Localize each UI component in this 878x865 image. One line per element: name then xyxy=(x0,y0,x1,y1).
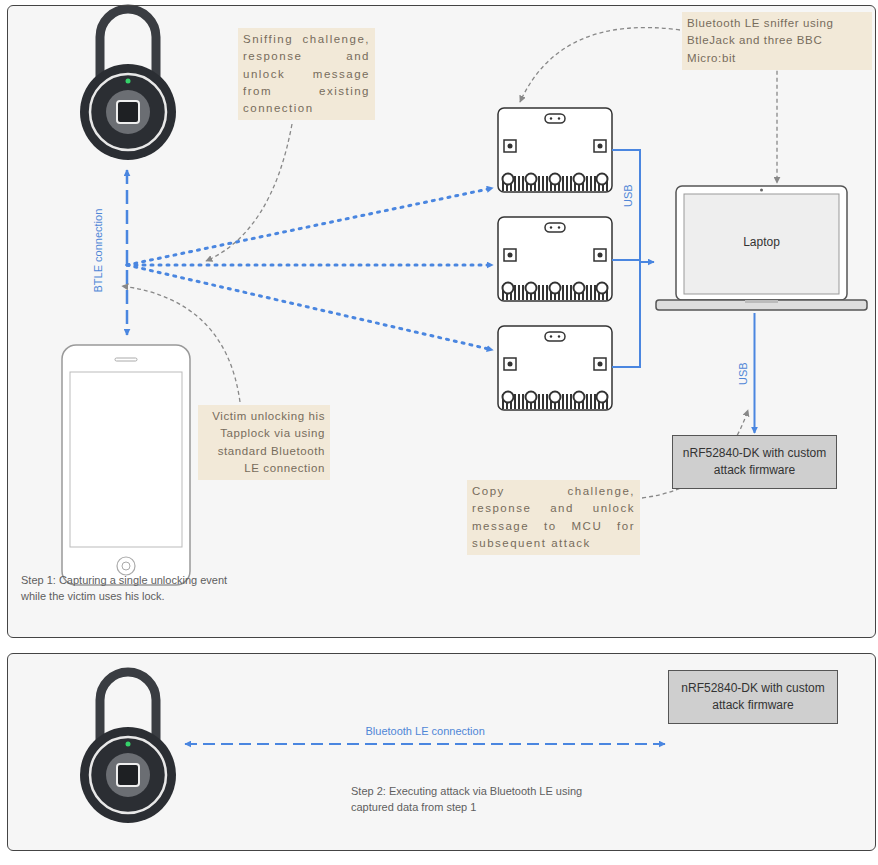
laptop-computer: Laptop xyxy=(655,185,868,312)
usb-connector xyxy=(754,313,756,433)
node-text: Copy challenge, response and unlock mess… xyxy=(472,483,635,552)
node-text: Victim unlocking his Tapplock via using … xyxy=(203,408,325,477)
link-label: BTLE connection xyxy=(92,208,105,292)
step-caption: Step 2: Executing attack via Bluetooth L… xyxy=(351,784,611,816)
leader-lines xyxy=(122,28,748,498)
callout-note: Copy challenge, response and unlock mess… xyxy=(467,480,640,555)
panel-ground xyxy=(8,6,876,638)
padlock-icon xyxy=(80,672,176,823)
microbit-board xyxy=(498,217,612,301)
smartphone-icon xyxy=(62,345,190,585)
step-panel: nRF52840-DK with custom attack firmwareS… xyxy=(7,653,876,851)
panel-ground xyxy=(8,654,876,851)
node-text: nRF52840-DK with custom attack firmware xyxy=(677,680,829,714)
port-label: USB xyxy=(621,184,634,207)
laptop-outline xyxy=(655,185,868,312)
btle-link xyxy=(126,170,129,335)
callout-note: Bluetooth LE sniffer using BtleJack and … xyxy=(682,12,872,70)
dev-board-box: nRF52840-DK with custom attack firmware xyxy=(672,435,837,489)
microbit-board xyxy=(498,108,612,192)
ble-attack-link xyxy=(185,743,665,745)
step-caption: Step 1: Capturing a single unlocking eve… xyxy=(21,573,251,605)
node-text: Laptop xyxy=(743,235,780,249)
padlock-icon xyxy=(80,9,176,160)
leader-connector xyxy=(776,71,777,183)
port-label: USB xyxy=(736,362,749,385)
node-text: Sniffing challenge, response and unlock … xyxy=(243,31,370,117)
link-label: Bluetooth LE connection xyxy=(363,725,488,738)
usb-wires xyxy=(612,150,654,367)
node-text: Bluetooth LE sniffer using BtleJack and … xyxy=(687,15,867,67)
node-text: nRF52840-DK with custom attack firmware xyxy=(681,445,828,479)
step-panel: Sniffing challenge, response and unlock … xyxy=(7,5,876,638)
microbit-board xyxy=(498,326,612,410)
dev-board-box: nRF52840-DK with custom attack firmware xyxy=(668,670,838,724)
sniff-rays xyxy=(127,188,493,350)
callout-note: Sniffing challenge, response and unlock … xyxy=(238,28,375,120)
callout-note: Victim unlocking his Tapplock via using … xyxy=(198,405,330,480)
